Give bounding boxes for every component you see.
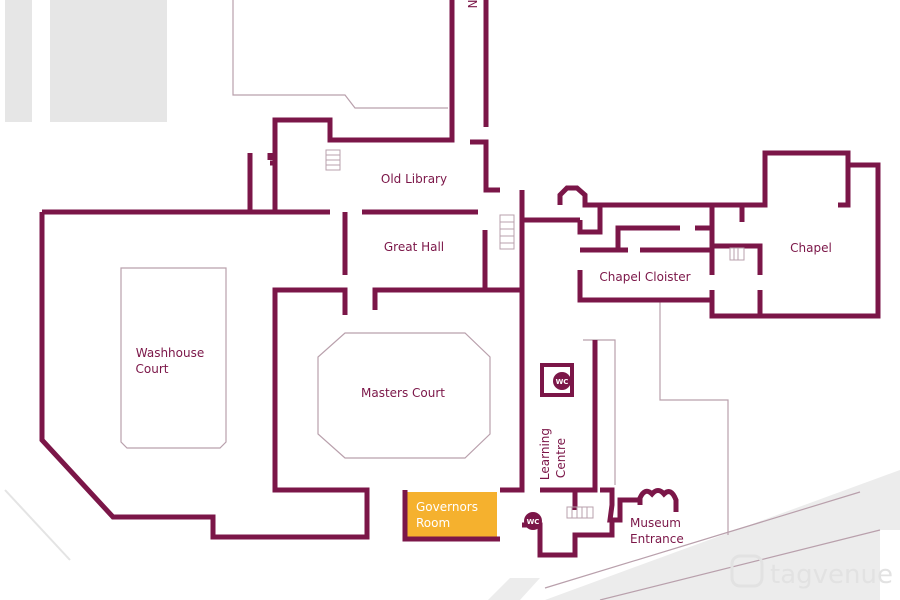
wc-icon: WC	[524, 512, 542, 530]
wc-label: WC	[527, 518, 540, 526]
context-building	[5, 0, 32, 122]
tagvenue-logo-icon	[730, 554, 764, 588]
label-museum-entrance[interactable]: Museum	[630, 516, 681, 530]
washhouse-court-outline	[120, 267, 227, 449]
room-label-governors-room[interactable]: Room	[416, 516, 450, 530]
label-museum-entrance[interactable]: Entrance	[630, 532, 684, 546]
context-outline	[583, 339, 616, 485]
tagvenue-watermark: tagvenue	[730, 554, 893, 590]
road-edge	[599, 529, 881, 600]
road-edge	[544, 491, 861, 589]
north-marker: N	[465, 0, 479, 8]
context-building	[50, 0, 167, 122]
governors-room-fill[interactable]	[407, 492, 497, 537]
road-area	[545, 470, 900, 600]
path-edge	[4, 489, 71, 561]
stairs-icon	[325, 149, 745, 519]
room-label-washhouse-court[interactable]: Court	[136, 362, 169, 376]
room-label-old-library[interactable]: Old Library	[381, 172, 447, 186]
wc-label: WC	[556, 378, 569, 386]
masters-court-outline	[317, 332, 491, 459]
walls	[39, 0, 881, 558]
room-label-governors-room[interactable]: Governors	[416, 500, 478, 514]
room-label-chapel-cloister[interactable]: Chapel Cloister	[599, 270, 690, 284]
room-label-chapel[interactable]: Chapel	[790, 241, 832, 255]
context-outline	[232, 0, 448, 109]
road-area	[488, 578, 540, 600]
room-label-masters-court[interactable]: Masters Court	[361, 386, 445, 400]
watermark-text: tagvenue	[770, 560, 893, 590]
room-label-great-hall[interactable]: Great Hall	[384, 240, 444, 254]
context-outline	[659, 300, 729, 535]
room-label-learning-centre[interactable]: Learning	[538, 428, 552, 480]
room-label-washhouse-court[interactable]: Washhouse	[136, 346, 205, 360]
wc-icon: WC	[540, 363, 574, 397]
room-label-learning-centre[interactable]: Centre	[554, 438, 568, 478]
